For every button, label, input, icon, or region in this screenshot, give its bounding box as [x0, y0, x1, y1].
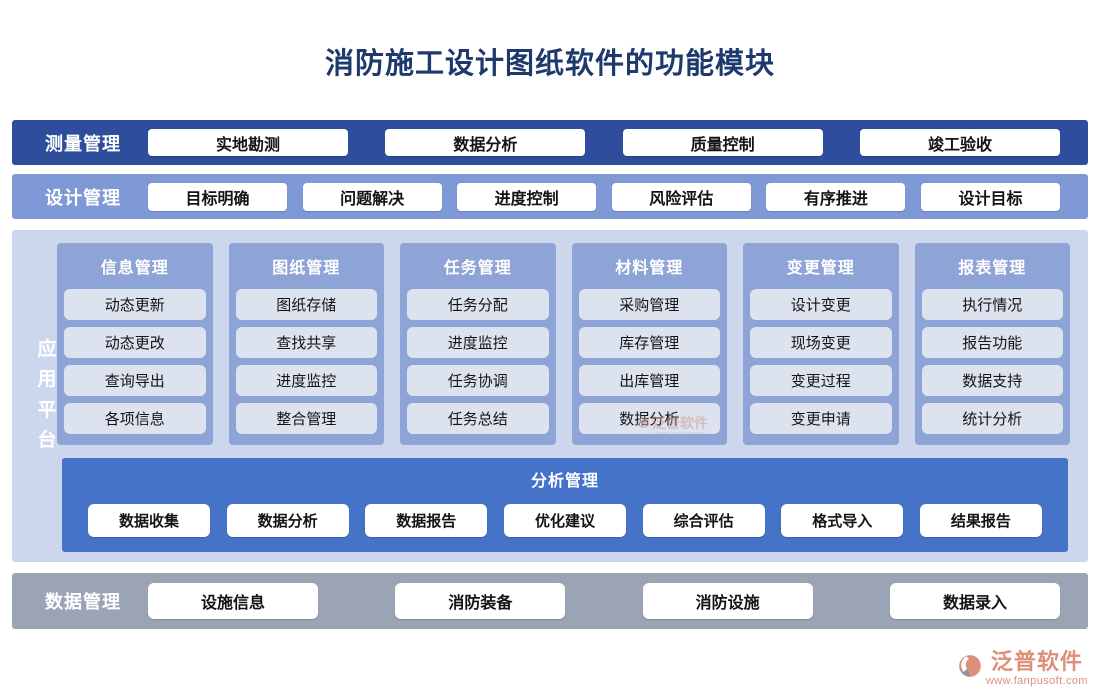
module-button[interactable]: 采购管理	[578, 289, 720, 320]
design-button[interactable]: 问题解决	[302, 182, 442, 211]
footer-brand: 泛普软件 www.fanpusoft.com	[957, 649, 1088, 688]
analysis-button[interactable]: 综合评估	[642, 504, 765, 537]
page-title: 消防施工设计图纸软件的功能模块	[324, 48, 775, 80]
band-data-label: 数据管理	[45, 592, 121, 612]
measure-button[interactable]: 数据分析	[385, 129, 586, 156]
module-button[interactable]: 整合管理	[235, 403, 377, 434]
data-button[interactable]: 数据录入	[889, 583, 1060, 619]
band-measure-items: 实地勘测 数据分析 质量控制 竣工验收	[148, 129, 1060, 156]
measure-button[interactable]: 质量控制	[622, 129, 823, 156]
column-title: 信息管理	[100, 260, 169, 277]
data-button[interactable]: 消防装备	[395, 583, 566, 619]
band-design-items: 目标明确 问题解决 进度控制 风险评估 有序推进 设计目标	[148, 182, 1060, 211]
column-title: 报表管理	[958, 260, 1027, 277]
brand-name: 泛普软件	[990, 649, 1083, 674]
column-change-management: 变更管理 设计变更 现场变更 变更过程 变更申请	[743, 243, 899, 445]
module-button[interactable]: 各项信息	[64, 403, 206, 434]
module-button[interactable]: 数据分析	[578, 403, 720, 434]
data-button[interactable]: 消防设施	[642, 583, 813, 619]
module-button[interactable]: 任务协调	[407, 365, 549, 396]
column-title: 图纸管理	[272, 260, 341, 277]
band-analysis-items: 数据收集 数据分析 数据报告 优化建议 综合评估 格式导入 结果报告	[88, 504, 1042, 537]
measure-button[interactable]: 竣工验收	[859, 129, 1060, 156]
analysis-button[interactable]: 数据分析	[226, 504, 349, 537]
module-button[interactable]: 进度监控	[407, 327, 549, 358]
band-measure: 测量管理 实地勘测 数据分析 质量控制 竣工验收	[12, 120, 1088, 165]
band-design-label: 设计管理	[45, 187, 121, 208]
design-button[interactable]: 目标明确	[148, 182, 287, 211]
column-drawing-management: 图纸管理 图纸存储 查找共享 进度监控 整合管理	[228, 243, 384, 445]
module-button[interactable]: 报告功能	[921, 327, 1063, 358]
analysis-button[interactable]: 优化建议	[503, 504, 626, 537]
module-button[interactable]: 库存管理	[578, 327, 720, 358]
analysis-button[interactable]: 结果报告	[919, 504, 1042, 537]
module-button[interactable]: 进度监控	[235, 365, 377, 396]
module-button[interactable]: 任务总结	[407, 403, 549, 434]
design-button[interactable]: 设计目标	[920, 182, 1060, 211]
data-button[interactable]: 设施信息	[148, 583, 318, 619]
measure-button[interactable]: 实地勘测	[148, 129, 348, 156]
band-data-items: 设施信息 消防装备 消防设施 数据录入	[148, 583, 1060, 619]
module-button[interactable]: 图纸存储	[235, 289, 377, 320]
module-columns: 信息管理 动态更新 动态更改 查询导出 各项信息 图纸管理 图纸存储 查找共享 …	[57, 243, 1070, 445]
column-report-management: 报表管理 执行情况 报告功能 数据支持 统计分析	[914, 243, 1070, 445]
brand-url: www.fanpusoft.com	[985, 675, 1088, 688]
band-data: 数据管理 设施信息 消防装备 消防设施 数据录入	[12, 573, 1088, 629]
column-title: 材料管理	[615, 260, 684, 277]
application-platform-panel: 应用平台 信息管理 动态更新 动态更改 查询导出 各项信息 图纸管理 图纸存储 …	[12, 230, 1088, 562]
module-button[interactable]: 统计分析	[921, 403, 1063, 434]
module-button[interactable]: 数据支持	[921, 365, 1063, 396]
column-material-management: 材料管理 采购管理 库存管理 出库管理 数据分析	[571, 243, 727, 445]
band-analysis-title: 分析管理	[530, 473, 599, 490]
module-button[interactable]: 现场变更	[750, 327, 892, 358]
platform-vertical-label: 应用平台	[37, 339, 57, 452]
analysis-button[interactable]: 格式导入	[781, 504, 904, 537]
module-button[interactable]: 执行情况	[921, 289, 1063, 320]
band-measure-label: 测量管理	[45, 133, 121, 154]
analysis-button[interactable]: 数据报告	[365, 504, 488, 537]
module-button[interactable]: 动态更改	[64, 327, 206, 358]
module-button[interactable]: 查询导出	[64, 365, 206, 396]
module-button[interactable]: 变更过程	[750, 365, 892, 396]
column-info-management: 信息管理 动态更新 动态更改 查询导出 各项信息	[57, 243, 213, 445]
module-button[interactable]: 设计变更	[750, 289, 892, 320]
design-button[interactable]: 进度控制	[457, 182, 597, 211]
module-button[interactable]: 出库管理	[578, 365, 720, 396]
module-button[interactable]: 查找共享	[235, 327, 377, 358]
fanpu-logo-icon	[957, 653, 983, 684]
design-button[interactable]: 风险评估	[611, 182, 751, 211]
band-design: 设计管理 目标明确 问题解决 进度控制 风险评估 有序推进 设计目标	[12, 174, 1088, 219]
module-button[interactable]: 动态更新	[64, 289, 206, 320]
analysis-button[interactable]: 数据收集	[88, 504, 210, 537]
column-title: 任务管理	[443, 260, 512, 277]
column-task-management: 任务管理 任务分配 进度监控 任务协调 任务总结	[400, 243, 556, 445]
column-title: 变更管理	[786, 260, 855, 277]
module-button[interactable]: 任务分配	[407, 289, 549, 320]
band-analysis: 分析管理 数据收集 数据分析 数据报告 优化建议 综合评估 格式导入 结果报告	[62, 458, 1068, 552]
module-button[interactable]: 变更申请	[750, 403, 892, 434]
design-button[interactable]: 有序推进	[766, 182, 906, 211]
